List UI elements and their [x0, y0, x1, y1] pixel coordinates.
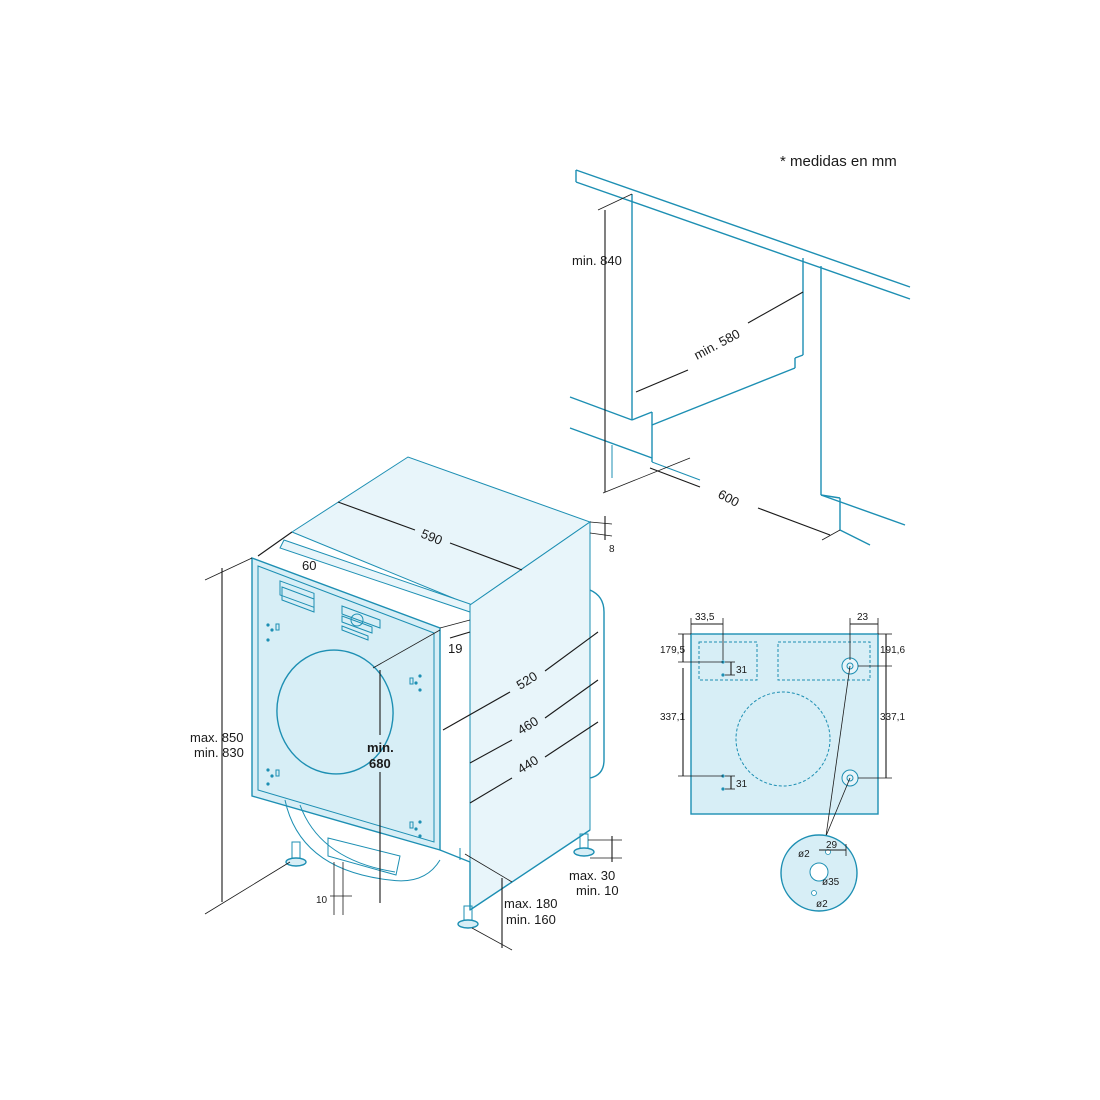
niche-height-label: min. 840 — [572, 253, 622, 268]
units-note: * medidas en mm — [780, 153, 897, 170]
spacing-left-label: 337,1 — [660, 712, 685, 723]
door-height-line1: min. — [367, 740, 394, 755]
foot-max-label: max. 30 — [569, 868, 615, 883]
top-gap-label: 8 — [609, 544, 615, 555]
hinge-width-top-label: 31 — [736, 665, 748, 676]
door-panel-drawing: 33,5 23 179,5 337,1 191,6 337,1 31 31 — [660, 612, 905, 837]
hole-large-label: ø35 — [822, 877, 840, 888]
top-left-label: 179,5 — [660, 645, 685, 656]
foot-min-label: min. 10 — [576, 883, 619, 898]
hole-small-bottom-label: ø2 — [816, 899, 828, 910]
feet-max-label: max. 180 — [504, 896, 557, 911]
feet-min-label: min. 160 — [506, 912, 556, 927]
appliance-drawing: 590 60 8 19 520 460 440 max. 850 min. 83… — [190, 456, 622, 951]
hinge-width-bottom-label: 31 — [736, 779, 748, 790]
height-max-label: max. 850 — [190, 730, 243, 745]
niche-depth-label: min. 580 — [691, 326, 742, 363]
spacing-right-label: 337,1 — [880, 712, 905, 723]
right-offset-label: 23 — [857, 612, 869, 623]
plinth-label: 10 — [316, 895, 328, 906]
niche-width-label: 600 — [716, 486, 742, 509]
hinge-detail-drawing: 29 ø2 ø35 ø2 — [780, 834, 858, 912]
door-height-line2: 680 — [369, 756, 391, 771]
height-min-label: min. 830 — [194, 745, 244, 760]
left-offset-label: 33,5 — [695, 612, 715, 623]
top-right-label: 191,6 — [880, 645, 905, 656]
niche-drawing: min. 840 min. 580 600 — [569, 169, 911, 546]
hinge-offset-label: 29 — [826, 840, 838, 851]
hole-small-top-label: ø2 — [798, 849, 810, 860]
door-gap-label: 19 — [448, 641, 462, 656]
top-offset-label: 60 — [302, 558, 316, 573]
